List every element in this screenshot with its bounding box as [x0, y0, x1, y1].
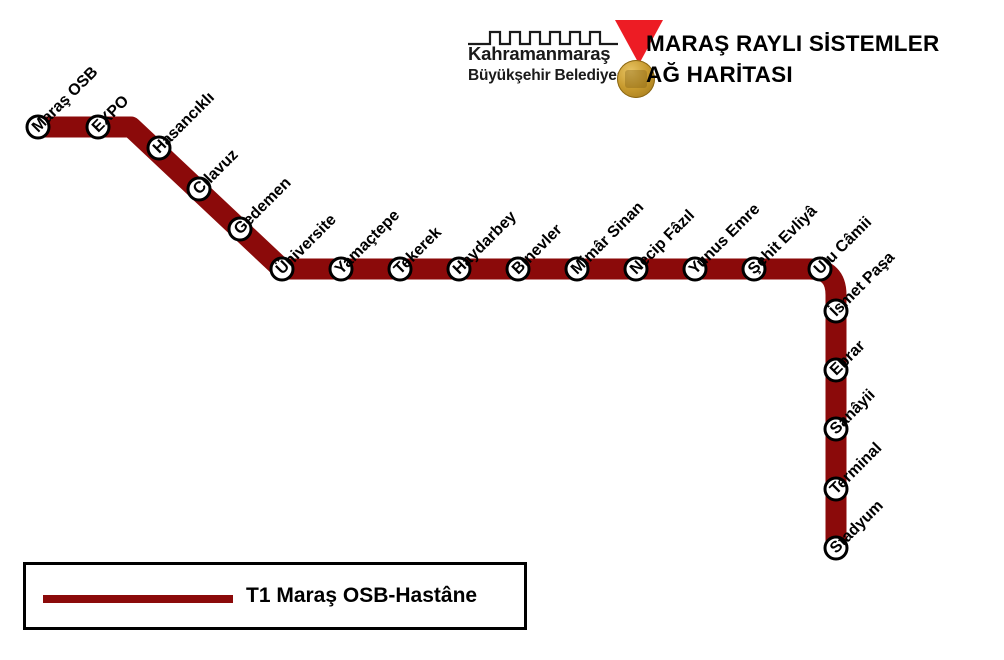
station-marker[interactable]: [823, 476, 849, 502]
station-marker[interactable]: [823, 298, 849, 324]
station-marker[interactable]: [269, 256, 295, 282]
station-marker[interactable]: [564, 256, 590, 282]
red-triangle-icon: [615, 20, 663, 64]
map-header: Kahramanmaraş Büyükşehir Belediyesi MARA…: [468, 18, 988, 104]
station-marker[interactable]: [682, 256, 708, 282]
station-marker[interactable]: [505, 256, 531, 282]
logo-city-name: Kahramanmaraş: [468, 43, 611, 64]
station-marker[interactable]: [146, 135, 172, 161]
station-marker[interactable]: [741, 256, 767, 282]
station-marker[interactable]: [823, 416, 849, 442]
legend-line-label: T1 Maraş OSB-Hastâne: [246, 584, 478, 607]
station-marker[interactable]: [85, 114, 111, 140]
station-marker[interactable]: [25, 114, 51, 140]
station-marker[interactable]: [807, 256, 833, 282]
medal-inner-relief: [625, 70, 647, 88]
map-title: MARAŞ RAYLI SİSTEMLER AĞ HARİTASI: [646, 28, 986, 90]
map-legend: T1 Maraş OSB-Hastâne: [23, 562, 527, 630]
legend-line-swatch: [43, 595, 233, 603]
municipality-logo: Kahramanmaraş Büyükşehir Belediyesi: [468, 24, 629, 94]
station-marker[interactable]: [387, 256, 413, 282]
station-marker[interactable]: [227, 216, 253, 242]
gold-medal-icon: [617, 60, 655, 98]
station-marker[interactable]: [823, 535, 849, 561]
map-title-line-1: MARAŞ RAYLI SİSTEMLER: [646, 31, 940, 56]
castle-crenellation-icon: [468, 30, 618, 46]
map-title-line-2: AĞ HARİTASI: [646, 62, 793, 87]
station-marker[interactable]: [623, 256, 649, 282]
station-marker[interactable]: [823, 357, 849, 383]
station-marker[interactable]: [446, 256, 472, 282]
logo-municipality-name: Büyükşehir Belediyesi: [468, 67, 630, 84]
station-markers: [25, 114, 849, 561]
medal-emblem-icon: [608, 18, 666, 100]
station-marker[interactable]: [328, 256, 354, 282]
station-marker[interactable]: [186, 176, 212, 202]
t1-line-path: [38, 116, 847, 548]
